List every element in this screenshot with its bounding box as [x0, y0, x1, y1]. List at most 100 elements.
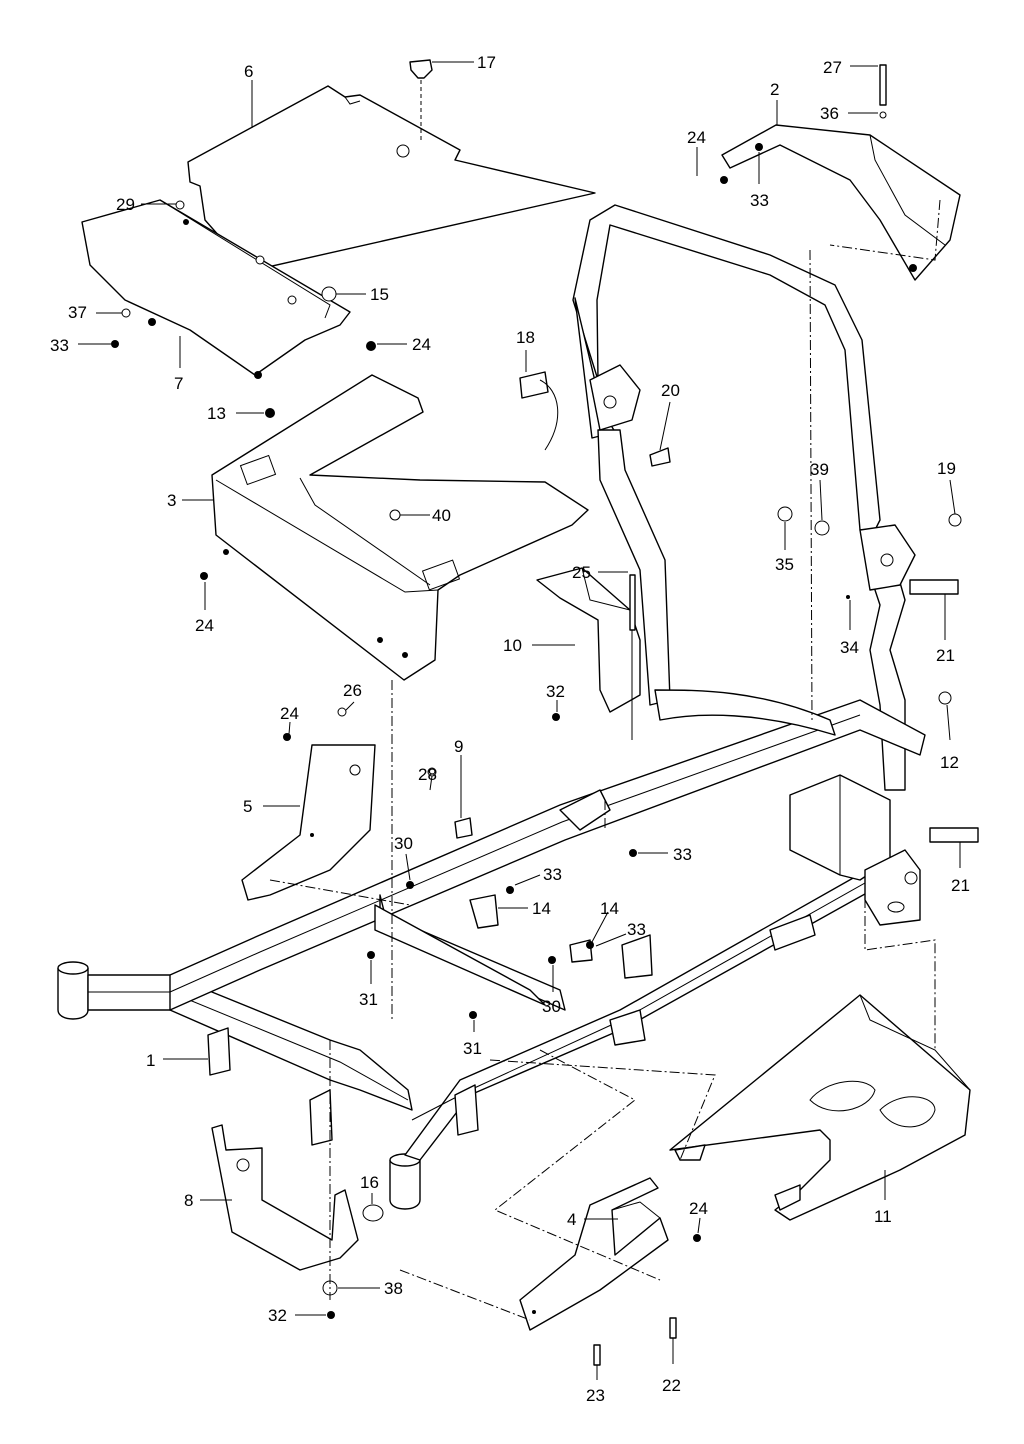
callout-label: 24	[195, 616, 214, 635]
callout-label: 16	[360, 1173, 379, 1192]
callout-label: 40	[432, 506, 451, 525]
callout-label: 3	[167, 491, 176, 510]
part-27-bolt	[879, 64, 887, 106]
callout-label: 24	[280, 704, 299, 723]
callout-18: 18	[516, 328, 535, 372]
part-15-cap	[321, 286, 337, 302]
callout-label: 17	[477, 53, 496, 72]
part-4-bracket	[519, 1177, 669, 1331]
part-39-washer	[814, 520, 830, 536]
part-33-nut-b	[111, 340, 119, 348]
callout-label: 14	[532, 899, 551, 918]
callout-2: 2	[770, 80, 779, 125]
callout-21b: 21	[951, 842, 970, 895]
callout-label: 19	[937, 459, 956, 478]
callout-label: 21	[951, 876, 970, 895]
callout-37: 37	[68, 303, 122, 322]
callout-label: 22	[662, 1376, 681, 1395]
part-24-nut-d	[283, 733, 291, 741]
callout-label: 33	[543, 865, 562, 884]
callout-22: 22	[662, 1338, 681, 1395]
callout-24e: 24	[689, 1199, 708, 1234]
part-3-deck	[211, 374, 589, 681]
callout-33a: 33	[750, 152, 769, 210]
callout-label: 33	[750, 191, 769, 210]
callout-1: 1	[146, 1051, 208, 1070]
callout-24b: 24	[377, 335, 431, 354]
callout-25: 25	[572, 563, 628, 582]
part-11-foot-plate	[669, 994, 971, 1221]
callout-17: 17	[432, 53, 496, 72]
part-5-side-plate	[241, 744, 376, 901]
callout-3: 3	[167, 491, 214, 510]
part-31-nut-a	[367, 951, 375, 959]
callout-15: 15	[336, 285, 389, 304]
part-34-pin	[846, 595, 850, 599]
part-18-pin	[519, 371, 549, 399]
part-32-nut	[552, 713, 560, 721]
callout-28: 28	[418, 765, 437, 791]
callout-label: 26	[343, 681, 362, 700]
part-21-bolt-b	[929, 827, 979, 843]
callout-label: 25	[572, 563, 591, 582]
callout-23: 23	[586, 1365, 605, 1405]
callout-30b: 30	[542, 965, 561, 1016]
callout-label: 33	[673, 845, 692, 864]
part-24-nut-c	[200, 572, 208, 580]
part-20-clip	[649, 447, 671, 467]
callout-label: 1	[146, 1051, 155, 1070]
callout-33c: 33	[514, 865, 562, 886]
callout-label: 24	[687, 128, 706, 147]
callout-32a: 32	[546, 682, 565, 712]
callouts: 6 17 2 27 36 24 33 29 15 37 33 7 24 18 2…	[50, 53, 970, 1405]
callout-label: 12	[940, 753, 959, 772]
callout-26: 26	[343, 681, 362, 711]
callout-40: 40	[400, 506, 451, 525]
callout-24c: 24	[195, 582, 214, 635]
callout-label: 23	[586, 1386, 605, 1405]
callout-31a: 31	[359, 960, 378, 1009]
callout-label: 33	[50, 336, 69, 355]
callout-label: 34	[840, 638, 859, 657]
part-13-clip	[265, 408, 275, 418]
callout-label: 30	[394, 834, 413, 853]
callout-label: 27	[823, 58, 842, 77]
callout-label: 13	[207, 404, 226, 423]
callout-16: 16	[360, 1173, 379, 1204]
part-12-bushing	[938, 691, 952, 705]
callout-31b: 31	[463, 1020, 482, 1058]
callout-label: 7	[174, 374, 183, 393]
callout-label: 15	[370, 285, 389, 304]
part-25-bolt	[629, 574, 636, 631]
part-7-shroud	[81, 199, 351, 379]
callout-label: 8	[184, 1191, 193, 1210]
callout-8: 8	[184, 1191, 232, 1210]
rops-roll-bar	[572, 204, 916, 791]
callout-29: 29	[116, 195, 176, 214]
part-23-bolt	[593, 1344, 601, 1366]
part-29-screw	[175, 200, 185, 210]
callout-10: 10	[503, 636, 575, 655]
callout-label: 20	[661, 381, 680, 400]
callout-label: 2	[770, 80, 779, 99]
callout-35: 35	[775, 522, 794, 574]
callout-9: 9	[454, 737, 463, 818]
callout-label: 31	[359, 990, 378, 1009]
part-14-bracket-a	[469, 894, 499, 929]
callout-label: 29	[116, 195, 135, 214]
callout-label: 10	[503, 636, 522, 655]
callout-5: 5	[243, 797, 300, 816]
callout-14b: 14	[591, 899, 619, 943]
callout-39: 39	[810, 460, 829, 521]
callout-32b: 32	[268, 1306, 326, 1325]
callout-label: 39	[810, 460, 829, 479]
callout-label: 31	[463, 1039, 482, 1058]
part-33-nut-e	[586, 941, 594, 949]
callout-34: 34	[840, 600, 859, 657]
part-6-floor-pan	[187, 85, 596, 272]
callout-24d: 24	[280, 704, 299, 735]
callout-4: 4	[567, 1210, 618, 1229]
part-9-bracket	[454, 817, 473, 839]
part-30-bolt-b	[548, 956, 556, 964]
